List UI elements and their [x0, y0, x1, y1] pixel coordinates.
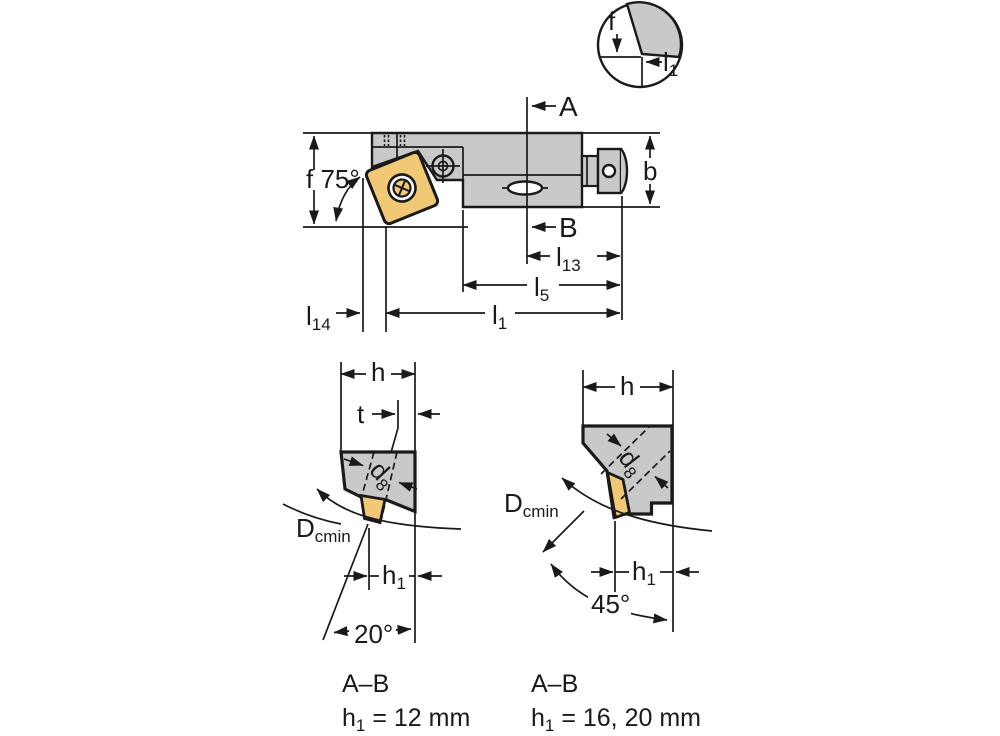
- dcmin-label: Dcmin: [296, 513, 351, 546]
- section-view-right: h d8 Dcmin h1 45°: [504, 370, 713, 632]
- captions: A–B h1 = 12 mm A–B h1 = 16, 20 mm: [342, 670, 701, 735]
- h-label: h: [620, 371, 634, 401]
- corner-detail-view: f l1: [596, 1, 684, 89]
- section-view-left: h t d8 Dcmin h1 20°: [282, 357, 462, 649]
- section-insert: [359, 493, 387, 525]
- caption-right-spec: h1 = 16, 20 mm: [531, 704, 701, 735]
- insert-corner-wedge: [625, 1, 683, 59]
- entering-angle-arc: [333, 176, 361, 222]
- section-body: [581, 424, 674, 520]
- angle-45-line: [542, 510, 585, 553]
- b-label: b: [643, 156, 657, 186]
- caption-left-spec: h1 = 12 mm: [342, 704, 470, 735]
- d8-arrow-bottom: [654, 475, 669, 490]
- caption-right-title: A–B: [531, 670, 578, 698]
- cutting-insert: [364, 150, 440, 226]
- dcmin-arc: [561, 477, 713, 532]
- dcmin-label: Dcmin: [504, 488, 559, 521]
- angle-20-arrow-left: [333, 626, 350, 637]
- screw-hole-dashed-line: [360, 451, 375, 500]
- dcmin-arc: [316, 488, 462, 530]
- l1-dimension-label: l1: [663, 47, 678, 80]
- d8-arrow-right: [398, 481, 418, 492]
- torx-screw-icon: [426, 149, 460, 183]
- section-label-B: B: [559, 212, 578, 243]
- angle-20-line: [322, 523, 369, 641]
- t-label: t: [357, 399, 365, 429]
- h1-label: h1: [382, 560, 406, 593]
- dcmin-arc-2: [282, 503, 342, 525]
- main-side-view: A B f 75° b l13 l5 l1 l14: [303, 91, 660, 334]
- oval-slot-icon: [502, 180, 548, 196]
- screw-hole-dashed-line: [620, 450, 671, 500]
- angle-20-arrow-right: [395, 624, 412, 635]
- h-label: h: [371, 357, 385, 387]
- l5-label: l5: [534, 272, 549, 305]
- screw-hole-dashed-line: [600, 426, 650, 475]
- rear-adjust-screw: [580, 147, 629, 195]
- angle-20-label: 20°: [354, 619, 393, 649]
- screw-hole-dashed-line: [380, 451, 398, 522]
- angle-45-label: 45°: [591, 589, 630, 619]
- l13-label: l13: [556, 242, 581, 275]
- section-insert: [605, 470, 632, 520]
- section-label-A: A: [559, 91, 578, 122]
- l1-label: l1: [492, 300, 507, 333]
- caption-left-title: A–B: [342, 670, 389, 698]
- l14-label: l14: [306, 301, 331, 334]
- t-leader-line: [389, 400, 399, 457]
- screw-hole-icon: [601, 163, 617, 179]
- d8-arrow-left: [343, 456, 364, 467]
- f75-label: f 75°: [306, 164, 360, 194]
- d8-arrow-top: [606, 433, 622, 447]
- f-dimension-label: f: [608, 6, 616, 36]
